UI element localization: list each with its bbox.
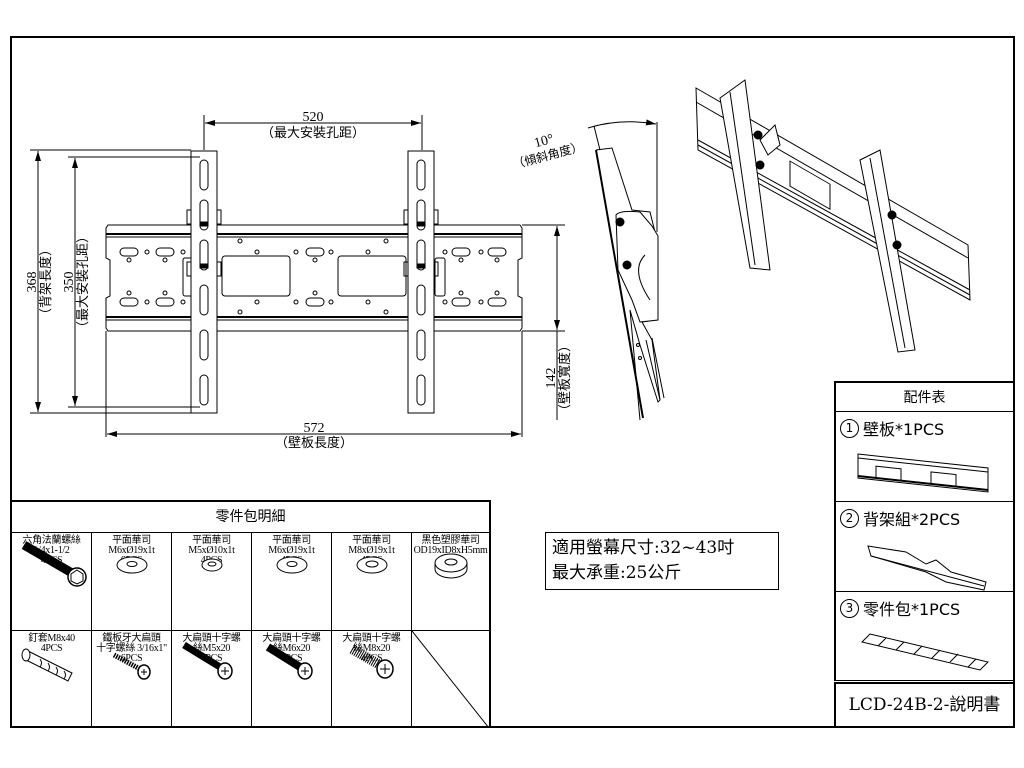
part-cell: 黑色塑膠華司 OD19xID8xH5mm 4PCS bbox=[412, 533, 489, 630]
front-view bbox=[30, 115, 565, 437]
part-cell: 平面華司 M6xØ19x1t 4PCS bbox=[252, 533, 332, 630]
accessories-title: 配件表 bbox=[836, 383, 1013, 412]
dim-frame-length-label: （背架長度） bbox=[38, 243, 53, 321]
wall-anchor-icon bbox=[21, 648, 73, 682]
part-cell-empty bbox=[412, 631, 489, 728]
parts-table: 零件包明細 六角法蘭螺絲 1/4x1-1/2 4PCS 平面華司 M6xØ19x… bbox=[10, 500, 491, 728]
dim-plate-width-label: （壁板寬度） bbox=[557, 339, 572, 417]
bracket-arm-left bbox=[186, 150, 222, 414]
part-name: 大扁頭十字螺 bbox=[182, 633, 241, 644]
part-qty: 4PCS bbox=[40, 643, 63, 654]
part-cell: 釘套M8x40 4PCS bbox=[12, 631, 92, 728]
part-name: 大扁頭十字螺 bbox=[262, 633, 321, 644]
part-spec: M6xØ19x1t bbox=[108, 545, 155, 556]
empty-cell-diagonal bbox=[412, 631, 489, 728]
bracket-arm-right bbox=[403, 150, 439, 414]
part-cell: 平面華司 M5xØ10x1t 4PCS bbox=[172, 533, 252, 630]
phillips-screw-threaded-icon bbox=[349, 644, 394, 679]
spec-box: 適用螢幕尺寸:32~43吋 最大承重:25公斤 bbox=[545, 532, 779, 590]
flat-washer-icon bbox=[116, 556, 148, 574]
self-tapping-screw-icon bbox=[112, 652, 151, 680]
accessory-label: 零件包*1PCS bbox=[863, 600, 961, 619]
part-name: 大扁頭十字螺 bbox=[342, 633, 401, 644]
dim-mounting-width: 520 bbox=[303, 110, 324, 125]
isometric-view bbox=[695, 79, 971, 353]
item-number: 1 bbox=[840, 418, 859, 438]
accessory-item: 3 零件包*1PCS bbox=[836, 592, 1013, 681]
part-spec: 絲M5x20 bbox=[192, 643, 231, 654]
part-cell: 平面華司 M8xØ19x1t 4PCS bbox=[332, 533, 412, 630]
part-spec: 絲M8x20 bbox=[352, 643, 391, 654]
part-name: 平面華司 bbox=[112, 535, 151, 546]
part-qty: 6PCS bbox=[120, 653, 143, 664]
parts-row: 釘套M8x40 4PCS 鐵板牙大扁頭 十字螺絲 3/16x1" 6PCS 大扁… bbox=[12, 631, 489, 728]
dimension-lines bbox=[30, 115, 565, 437]
part-cell: 大扁頭十字螺 絲M5x20 4PCS bbox=[172, 631, 252, 728]
part-cell: 鐵板牙大扁頭 十字螺絲 3/16x1" 6PCS bbox=[92, 631, 172, 728]
accessory-item: 1 壁板*1PCS bbox=[836, 412, 1013, 502]
screen-size-spec: 適用螢幕尺寸:32~43吋 bbox=[552, 538, 735, 558]
wall-plate-icon bbox=[857, 453, 989, 493]
accessory-label: 背架組*2PCS bbox=[863, 510, 961, 529]
part-name: 六角法蘭螺絲 bbox=[22, 535, 81, 546]
flat-washer-icon bbox=[356, 556, 388, 574]
part-name: 平面華司 bbox=[192, 535, 231, 546]
part-cell: 平面華司 M6xØ19x1t 6PCS bbox=[92, 533, 172, 630]
part-spec: 十字螺絲 3/16x1" bbox=[96, 643, 167, 654]
accessory-label: 壁板*1PCS bbox=[863, 420, 945, 439]
dim-mounting-height-label: （最大安裝孔距） bbox=[75, 230, 90, 334]
part-spec: M6xØ19x1t bbox=[268, 545, 315, 556]
parts-bag-icon bbox=[861, 633, 989, 671]
plastic-spacer-icon bbox=[434, 553, 468, 579]
phillips-screw-icon bbox=[182, 642, 233, 680]
part-spec: 1/4x1-1/2 bbox=[33, 545, 70, 556]
item-number: 3 bbox=[840, 598, 859, 618]
hex-flange-bolt-icon bbox=[21, 541, 87, 587]
accessory-item: 2 背架組*2PCS bbox=[836, 502, 1013, 592]
side-view bbox=[587, 119, 665, 421]
dim-mounting-width-label: （最大安裝孔距） bbox=[261, 125, 365, 140]
part-cell: 六角法蘭螺絲 1/4x1-1/2 4PCS bbox=[12, 533, 92, 630]
dim-frame-length: 368 bbox=[25, 272, 40, 293]
part-name: 平面華司 bbox=[352, 535, 391, 546]
dim-plate-width: 142 bbox=[544, 368, 559, 389]
max-load-spec: 最大承重:25公斤 bbox=[552, 563, 682, 583]
part-spec: M5xØ10x1t bbox=[188, 545, 235, 556]
part-cell: 大扁頭十字螺 絲M6x20 4PCS bbox=[252, 631, 332, 728]
part-spec: 絲M6x20 bbox=[272, 643, 311, 654]
part-cell: 大扁頭十字螺 絲M8x20 4PCS bbox=[332, 631, 412, 728]
wall-plate-front bbox=[105, 224, 523, 332]
tilt-angle: 10° bbox=[533, 132, 556, 152]
flat-washer-icon bbox=[276, 556, 308, 574]
part-qty: 4PCS bbox=[360, 653, 383, 664]
parts-table-title: 零件包明細 bbox=[12, 502, 489, 533]
part-name: 鐵板牙大扁頭 bbox=[102, 633, 161, 644]
document-id: LCD-24B-2-說明書 bbox=[834, 682, 1015, 728]
part-spec: M8xØ19x1t bbox=[348, 545, 395, 556]
part-name: 釘套M8x40 bbox=[28, 633, 75, 644]
part-name: 黑色塑膠華司 bbox=[421, 535, 480, 546]
part-spec: OD19xID8xH5mm bbox=[413, 545, 488, 556]
parts-row: 六角法蘭螺絲 1/4x1-1/2 4PCS 平面華司 M6xØ19x1t 6PC… bbox=[12, 533, 489, 631]
item-number: 2 bbox=[840, 508, 859, 528]
dim-mounting-height: 350 bbox=[62, 272, 77, 293]
part-name: 平面華司 bbox=[272, 535, 311, 546]
dim-plate-length: 572 bbox=[304, 421, 325, 436]
dim-plate-length-label: （壁板長度） bbox=[275, 435, 353, 450]
bracket-arm-icon bbox=[867, 545, 987, 591]
phillips-screw-icon bbox=[265, 643, 313, 680]
flat-washer-small-icon bbox=[201, 558, 223, 572]
accessories-table: 配件表 1 壁板*1PCS 2 背架組*2PCS 3 零件包*1PCS bbox=[834, 381, 1015, 681]
